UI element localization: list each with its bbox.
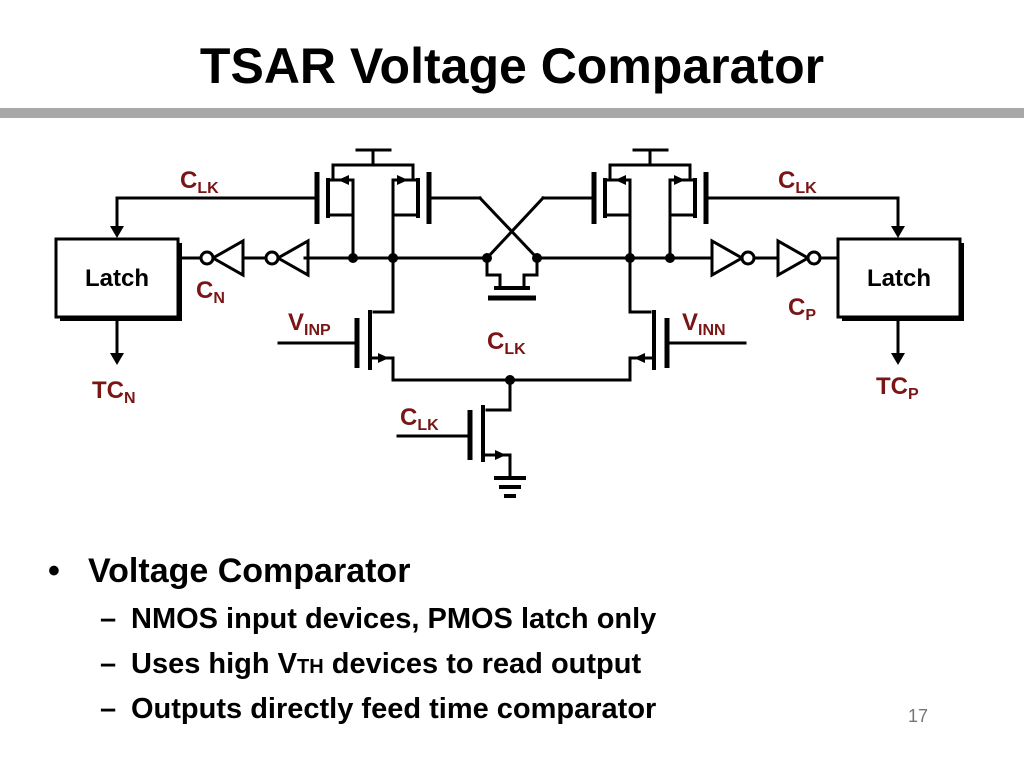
inverter-left-2 — [264, 238, 310, 278]
label-cn: CN — [196, 277, 225, 307]
arrow-down-icon — [891, 353, 905, 365]
arrow-down-icon — [110, 353, 124, 365]
label-clk-tail: CLK — [400, 404, 439, 434]
slide-title: TSAR Voltage Comparator — [199, 38, 825, 94]
latch-left: Latch — [54, 196, 182, 365]
pmos-right-pair — [484, 148, 900, 261]
latch-right-label: Latch — [867, 265, 931, 292]
label-cp: CP — [788, 294, 816, 324]
arrow-icon — [338, 175, 349, 185]
latch-right: Latch — [836, 196, 964, 365]
label-clk-top-right: CLK — [778, 167, 817, 197]
inverter-right-1 — [710, 238, 756, 278]
label-tcn: TCN — [92, 377, 136, 407]
label-clk-top-left: CLK — [180, 167, 219, 197]
nmos-input-right — [628, 256, 747, 382]
inverter-left-1 — [199, 238, 245, 278]
junction-dot — [665, 253, 675, 263]
arrow-down-icon — [891, 226, 905, 238]
arrow-icon — [495, 450, 506, 460]
arrow-icon — [378, 353, 389, 363]
arrow-down-icon — [110, 226, 124, 238]
arrow-icon — [397, 175, 408, 185]
label-tcp: TCP — [876, 373, 919, 403]
junction-dot — [348, 253, 358, 263]
tail-nmos — [396, 378, 526, 498]
nmos-input-left — [277, 256, 395, 382]
latch-left-label: Latch — [85, 265, 149, 292]
inverter-right-2 — [776, 238, 822, 278]
page-number: 17 — [908, 706, 929, 726]
arrow-icon — [674, 175, 685, 185]
title-divider — [0, 108, 1024, 118]
reset-nmos — [485, 256, 539, 301]
arrow-icon — [615, 175, 626, 185]
arrow-icon — [634, 353, 645, 363]
label-clk-reset: CLK — [487, 328, 526, 358]
label-vinn: VINN — [682, 309, 726, 339]
label-vinp: VINP — [288, 309, 331, 339]
pmos-left-pair — [115, 148, 540, 261]
